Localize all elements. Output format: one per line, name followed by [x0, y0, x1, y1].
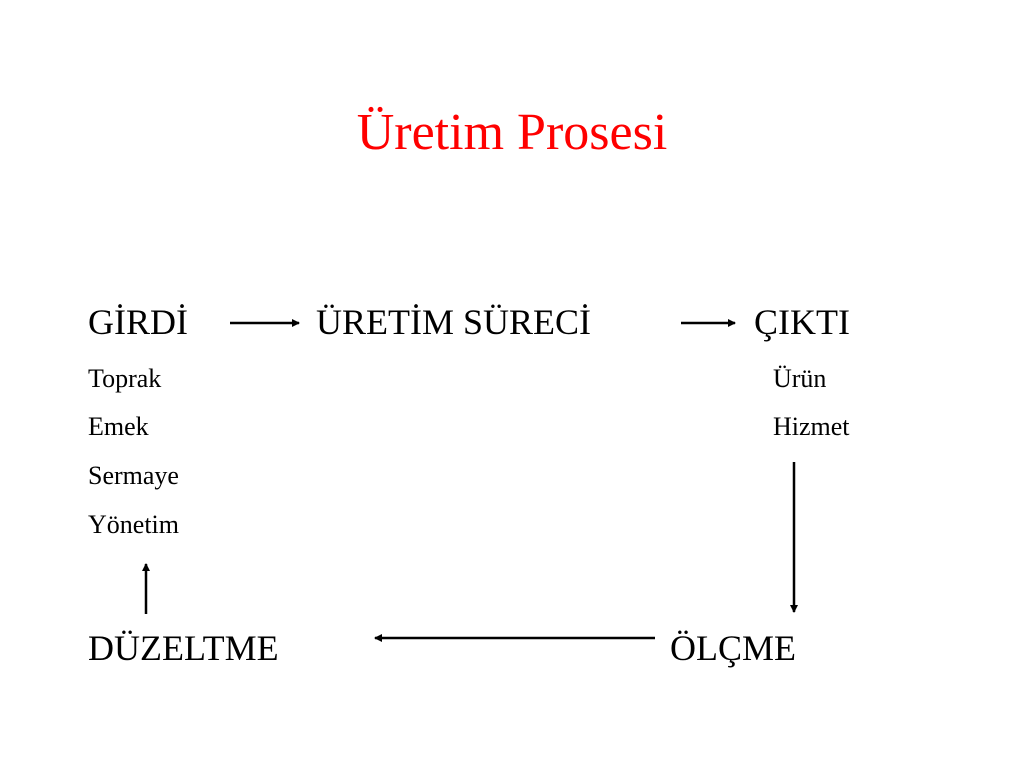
output-item: Ürün: [773, 364, 827, 393]
input-item: Toprak: [88, 364, 162, 393]
correction-label: DÜZELTME: [88, 628, 279, 668]
output-label: ÇIKTI: [754, 302, 850, 342]
input-label: GİRDİ: [88, 302, 188, 342]
slide-title: Üretim Prosesi: [356, 104, 668, 161]
process-label: ÜRETİM SÜRECİ: [316, 302, 592, 342]
input-item: Emek: [88, 412, 149, 441]
output-item: Hizmet: [773, 412, 850, 441]
input-item: Yönetim: [88, 510, 179, 539]
measurement-label: ÖLÇME: [670, 628, 796, 668]
input-item: Sermaye: [88, 461, 179, 490]
